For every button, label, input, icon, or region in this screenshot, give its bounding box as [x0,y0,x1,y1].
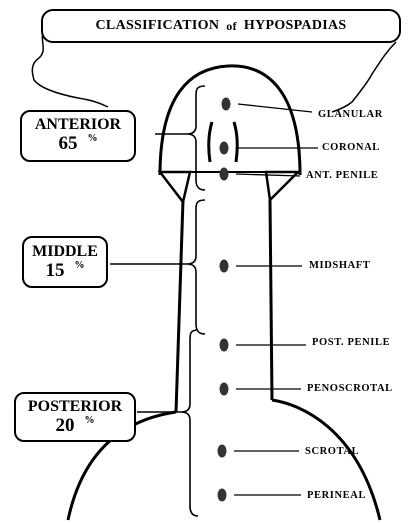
site-label-midshaft: MIDSHAFT [309,260,370,271]
site-label-coronal: CORONAL [322,142,380,153]
site-dot-post-penile [220,339,229,352]
group-percent: 20 [56,416,75,436]
group-percent: 65 [59,134,78,154]
site-dot-midshaft [220,260,229,273]
site-dot-ant-penile [220,168,229,181]
squiggle-right [332,42,396,112]
group-box-anterior: ANTERIOR 65% [20,110,136,162]
shaft-left [176,200,183,412]
bracket-middle [187,200,205,334]
percent-sign: % [75,261,85,272]
title-main: CLASSIFICATION [96,18,220,34]
site-dot-perineal [218,489,227,502]
site-dot-penoscrotal [220,383,229,396]
corona-left [160,172,190,202]
site-label-post-penile: POST. PENILE [312,337,390,348]
site-label-penoscrotal: PENOSCROTAL [307,383,393,394]
site-label-ant-penile: ANT. PENILE [306,170,378,181]
group-name: ANTERIOR [22,117,134,134]
meatus-right [234,122,237,162]
group-percent: 15 [46,261,65,281]
shaft-right [270,200,272,400]
site-markers [218,98,319,502]
glans-outline [160,66,300,175]
bracket-posterior [181,330,198,516]
site-label-perineal: PERINEAL [307,490,366,501]
site-label-glanular: GLANULAR [318,109,383,120]
group-name: POSTERIOR [16,399,134,416]
group-name: MIDDLE [24,244,106,261]
meatus-left [209,122,212,162]
site-dot-coronal [220,142,229,155]
percent-sign: % [85,416,95,427]
site-dot-glanular [222,98,231,111]
group-box-posterior: POSTERIOR 20% [14,392,136,442]
percent-sign: % [88,134,98,145]
diagram-title: CLASSIFICATION of HYPOSPADIAS [41,9,401,43]
group-box-middle: MIDDLE 15% [22,236,108,288]
site-label-scrotal: SCROTAL [305,446,359,457]
scrotum-right-outline [272,400,380,520]
title-subject: HYPOSPADIAS [244,18,347,34]
site-leader-glanular [238,104,312,112]
site-dot-scrotal [218,445,227,458]
title-of: of [226,19,237,34]
